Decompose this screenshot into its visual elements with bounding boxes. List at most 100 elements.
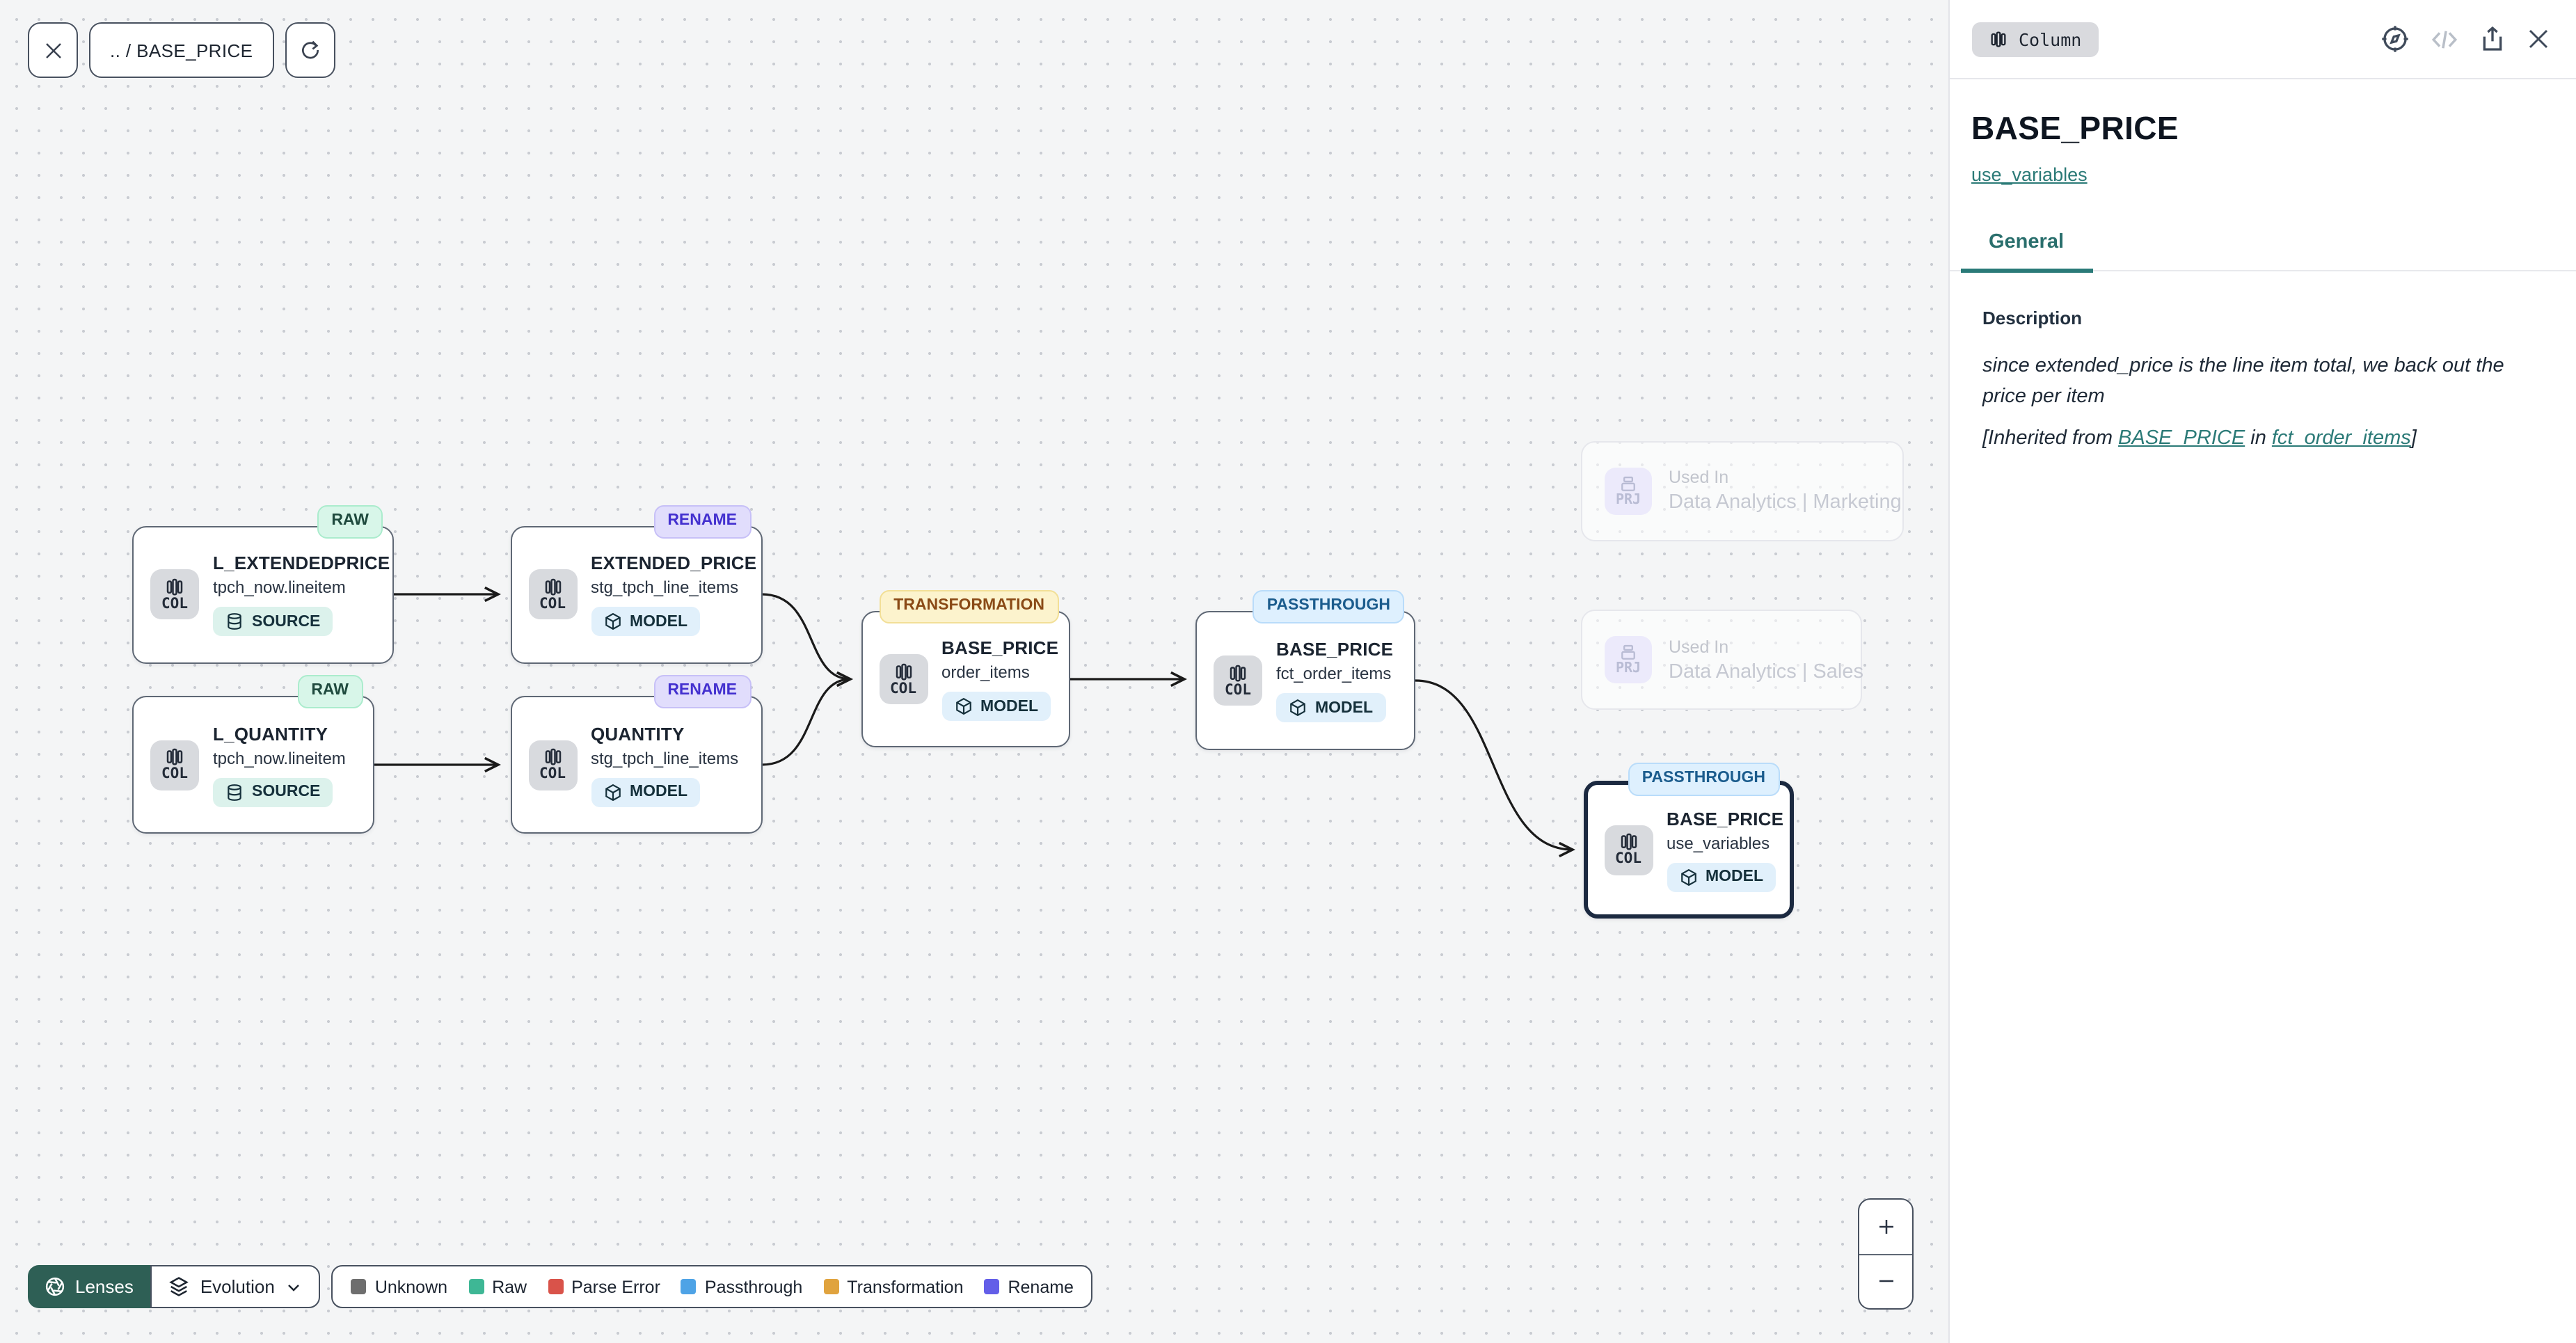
view-code-button[interactable] — [2430, 24, 2459, 54]
column-chip: COL — [528, 740, 577, 790]
node-title: EXTENDED_PRICE — [591, 553, 757, 573]
model-link[interactable]: use_variables — [1971, 164, 2088, 185]
node-type-badge: RAW — [317, 504, 383, 538]
entity-type-label: Column — [2019, 29, 2082, 49]
share-button[interactable] — [2479, 25, 2506, 53]
node-title: BASE_PRICE — [1276, 639, 1394, 660]
chip-label: COL — [1225, 681, 1251, 699]
description-label: Description — [1982, 308, 2083, 328]
node-type-badge: PASSTHROUGH — [1628, 763, 1779, 796]
chip-label: COL — [539, 595, 566, 612]
source-badge: SOURCE — [213, 777, 333, 806]
node-subtitle: tpch_now.lineitem — [213, 748, 346, 768]
column-chip: COL — [150, 569, 199, 619]
lineage-canvas[interactable]: .. / BASE_PRICE RAW COL L_EXTENDEDPRICE … — [0, 0, 1948, 1343]
inherited-model-link[interactable]: fct_order_items — [2271, 427, 2411, 449]
node-base-price-fct-order-items[interactable]: PASSTHROUGH COL BASE_PRICE fct_order_ite… — [1195, 590, 1415, 750]
used-in-label: Used In — [1669, 468, 1729, 487]
panel-tabs: General — [1949, 231, 2576, 273]
lens-selected-label: Evolution — [200, 1276, 275, 1297]
lenses-button[interactable]: Lenses — [28, 1265, 150, 1308]
legend-swatch — [823, 1279, 839, 1294]
node-title: BASE_PRICE — [1667, 808, 1784, 829]
columns-icon — [895, 663, 912, 680]
columns-icon — [1990, 31, 2005, 47]
close-panel-button[interactable] — [2526, 26, 2551, 51]
compass-icon — [2382, 26, 2408, 52]
kind-label: MODEL — [1315, 699, 1374, 716]
close-lineage-button[interactable] — [28, 22, 78, 78]
model-badge: MODEL — [591, 777, 701, 806]
legend-swatch — [984, 1279, 1000, 1294]
tab-active-indicator — [1960, 268, 2092, 273]
inherited-column-link[interactable]: BASE_PRICE — [2118, 427, 2245, 449]
used-in-card-sales[interactable]: PRJ Used In Data Analytics | Sales — [1581, 610, 1863, 710]
legend-item: Rename — [984, 1277, 1074, 1296]
node-extended-price[interactable]: RENAME COL EXTENDED_PRICE stg_tpch_line_… — [510, 504, 762, 663]
kind-label: SOURCE — [252, 784, 321, 800]
edge-layer — [374, 586, 1575, 858]
inherited-mid: in — [2245, 427, 2272, 449]
cube-icon — [955, 697, 971, 715]
project-icon — [1621, 475, 1635, 491]
columns-icon — [544, 578, 561, 595]
node-base-price-order-items[interactable]: TRANSFORMATION COL BASE_PRICE order_item… — [861, 590, 1070, 747]
node-title: BASE_PRICE — [941, 637, 1059, 658]
chip-label: COL — [1615, 850, 1641, 868]
kind-label: MODEL — [1706, 868, 1764, 885]
columns-icon — [1230, 665, 1246, 681]
legend-item: Transformation — [823, 1277, 963, 1296]
node-base-price-use-variables[interactable]: PASSTHROUGH COL BASE_PRICE use_variables… — [1583, 763, 1793, 919]
model-badge: MODEL — [941, 692, 1051, 721]
details-panel: Column BASE_PRICE use_variables — [1948, 0, 2576, 1343]
legend-label: Transformation — [847, 1277, 964, 1296]
legend-label: Unknown — [374, 1277, 448, 1296]
node-subtitle: use_variables — [1667, 833, 1770, 852]
legend-item: Passthrough — [681, 1277, 802, 1296]
chip-label: PRJ — [1615, 492, 1641, 507]
used-in-label: Used In — [1669, 637, 1729, 656]
canvas-footer: Lenses Evolution Unknown Raw Parse Error… — [28, 1265, 1093, 1308]
chip-label: COL — [539, 765, 566, 783]
legend-swatch — [681, 1279, 697, 1294]
node-title: L_QUANTITY — [213, 723, 328, 744]
inherited-note: [Inherited from BASE_PRICE in fct_order_… — [1982, 427, 2542, 449]
description-text: since extended_price is the line item to… — [1982, 355, 2504, 408]
entity-type-badge: Column — [1971, 22, 2099, 56]
breadcrumb[interactable]: .. / BASE_PRICE — [89, 22, 274, 78]
lens-dropdown[interactable]: Evolution — [150, 1265, 321, 1308]
refresh-button[interactable] — [285, 22, 335, 78]
tab-general[interactable]: General — [1960, 231, 2092, 273]
general-section: Description since extended_price is the … — [1949, 271, 2576, 449]
node-quantity[interactable]: RENAME COL QUANTITY stg_tpch_line_items … — [510, 675, 762, 834]
node-l-quantity[interactable]: RAW COL L_QUANTITY tpch_now.lineitem SOU… — [132, 675, 374, 834]
node-type-badge: PASSTHROUGH — [1253, 590, 1404, 623]
layers-icon — [169, 1277, 189, 1296]
code-icon — [2431, 30, 2458, 48]
zoom-out-button[interactable] — [1859, 1255, 1912, 1308]
cube-icon — [1290, 699, 1305, 717]
zoom-control — [1858, 1198, 1914, 1310]
used-in-card-marketing[interactable]: PRJ Used In Data Analytics | Marketing — [1581, 440, 1904, 541]
node-type-badge: RENAME — [653, 504, 751, 538]
panel-header: Column — [1949, 0, 2576, 79]
model-badge: MODEL — [1667, 862, 1776, 891]
edge-quantity-baseprice — [761, 671, 853, 766]
used-in-name: Data Analytics | Sales — [1669, 660, 1863, 683]
explore-button[interactable] — [2380, 24, 2410, 54]
cube-icon — [1680, 868, 1696, 886]
panel-header-actions — [2380, 24, 2551, 54]
legend-swatch — [468, 1279, 484, 1294]
legend-item: Raw — [468, 1277, 527, 1296]
cube-icon — [605, 783, 620, 801]
legend-label: Raw — [492, 1277, 527, 1296]
model-badge: MODEL — [1276, 693, 1386, 722]
node-subtitle: stg_tpch_line_items — [591, 578, 739, 597]
node-l-extendedprice[interactable]: RAW COL L_EXTENDEDPRICE tpch_now.lineite… — [132, 504, 394, 663]
zoom-in-button[interactable] — [1859, 1200, 1912, 1255]
legend-swatch — [351, 1279, 367, 1294]
model-badge: MODEL — [591, 607, 701, 636]
database-icon — [228, 784, 241, 800]
node-type-badge: TRANSFORMATION — [880, 590, 1058, 623]
